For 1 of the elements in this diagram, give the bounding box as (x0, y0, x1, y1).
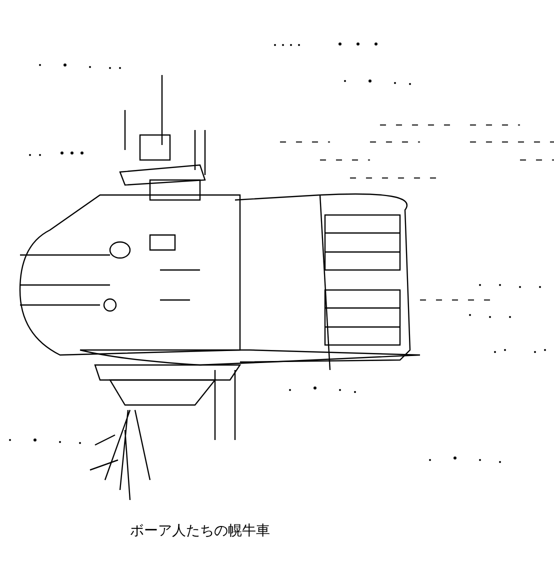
caption: ボーア人たちの幌牛車 (130, 522, 270, 540)
